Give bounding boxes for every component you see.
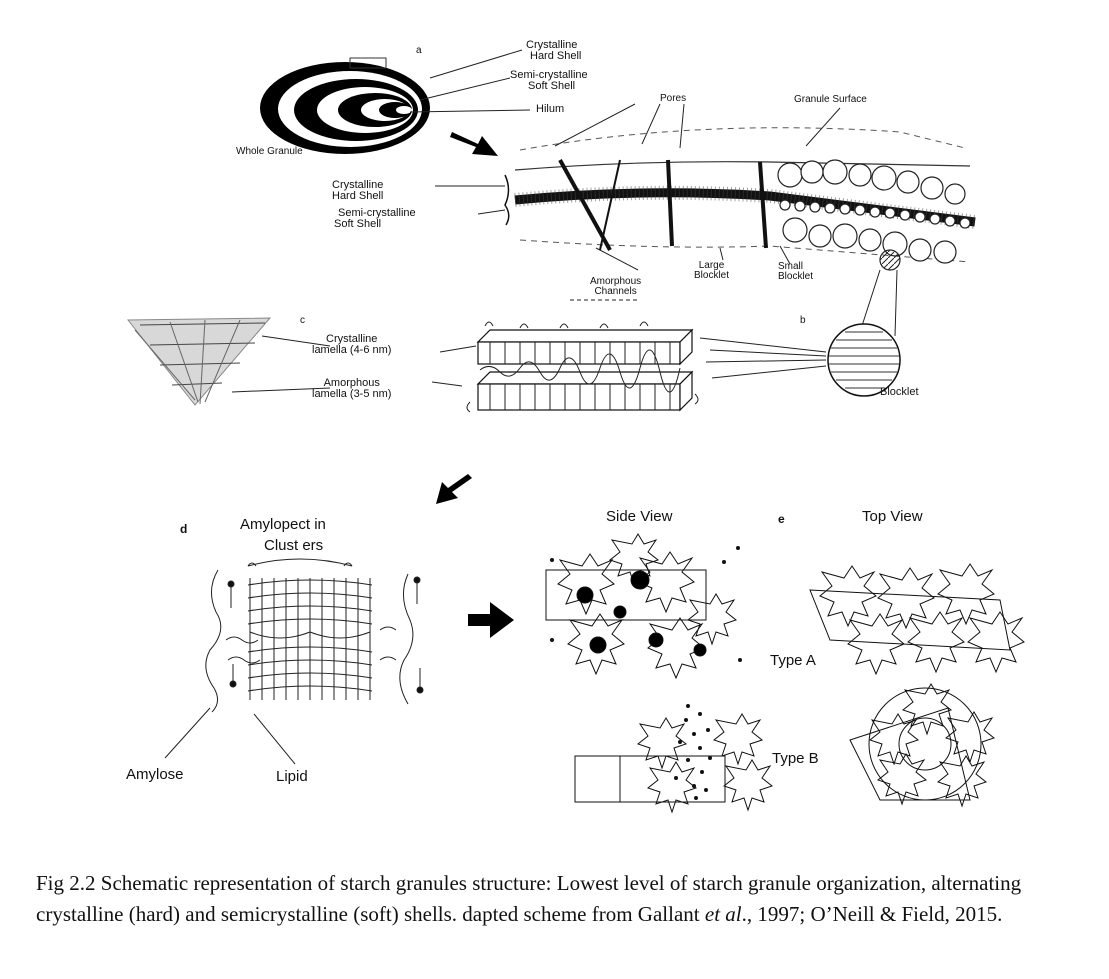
label-hilum: Hilum: [536, 103, 565, 115]
label-text: Soft Shell: [528, 80, 576, 92]
panel-label-a: a: [416, 45, 422, 56]
label-text: lamella (4-6 nm): [312, 344, 392, 356]
label-type-b: Type B: [772, 750, 819, 767]
label-text: Hard Shell: [530, 50, 582, 62]
label-granule-surface: Granule Surface: [794, 94, 867, 105]
whole-granule-rings: [260, 57, 430, 154]
blocklet-arrows: [699, 337, 827, 379]
label-text: Small: [778, 261, 804, 272]
label-amylose: Amylose: [126, 766, 184, 783]
label-text: Large: [698, 260, 725, 271]
granule-shell-section: [504, 127, 976, 263]
label-amorphous-lamella: Amorphous lamella (3-5 nm): [312, 378, 391, 400]
label-text: Blocklet: [778, 271, 814, 282]
label-text: Crystalline: [526, 39, 578, 51]
label-whole-granule: Whole Granule: [236, 146, 303, 157]
label-small-blocklet: Small Blocklet: [778, 262, 813, 282]
label-crystalline-lamella: Crystalline lamella (4-6 nm): [312, 334, 391, 356]
caption-text: Fig 2.2 Schematic representation of star…: [36, 871, 1022, 926]
label-type-a: Type A: [770, 652, 816, 669]
label-text: Soft Shell: [334, 218, 382, 230]
label-text: Crystalline: [326, 333, 378, 345]
type-a-top-view: [809, 563, 1025, 676]
amylopectin-cluster-sketch: [164, 558, 424, 765]
starch-granule-diagram: a Crystalline Hard Shell Semi-crystallin…: [126, 40, 1025, 814]
label-side-view: Side View: [606, 508, 673, 525]
label-text: Amylopect in: [240, 516, 326, 533]
caption-et-al: et al: [704, 902, 742, 926]
label-text: Hard Shell: [332, 190, 384, 202]
label-mid-semicrystalline: Semi-crystalline Soft Shell: [334, 207, 416, 230]
type-b-top-view: [849, 683, 996, 808]
label-text: Semi-crystalline: [510, 69, 588, 81]
label-amorphous-channels: Amorphous Channels: [590, 277, 641, 297]
label-top-view: Top View: [862, 508, 923, 525]
label-semicrystalline-soft-shell: Semi-crystalline Soft Shell: [510, 70, 588, 92]
panel-label-e: e: [778, 512, 785, 526]
label-text: Blocklet: [694, 270, 730, 281]
label-text: Amorphous: [590, 276, 642, 287]
arrow-a-to-shell: [450, 132, 498, 156]
type-b-water-dots: [550, 546, 742, 800]
label-text: Semi-crystalline: [338, 207, 416, 219]
diagram-artwork: [126, 49, 1025, 814]
type-a-side-view: [545, 533, 738, 680]
label-text: Channels: [594, 286, 637, 297]
label-text: Clust ers: [264, 537, 324, 554]
blocklet-sphere: [827, 323, 901, 397]
figure-caption: Fig 2.2 Schematic representation of star…: [36, 868, 1076, 930]
label-large-blocklet: Large Blocklet: [694, 261, 729, 281]
label-amylopectin-clusters: Amylopect in Clust ers: [240, 516, 326, 554]
type-b-side-view: [574, 713, 774, 814]
arrow-to-panel-d: [436, 474, 472, 504]
caption-text-end: ., 1997; O’Neill & Field, 2015.: [741, 902, 1003, 926]
label-lipid: Lipid: [276, 768, 308, 785]
lamella-blocks: [476, 328, 694, 412]
panel-label-b: b: [800, 315, 806, 326]
panel-label-d: d: [180, 522, 188, 536]
label-pores: Pores: [660, 93, 687, 104]
blocklet-circles: [777, 159, 971, 271]
arrow-to-side-view: [468, 602, 514, 638]
panel-label-c: c: [300, 315, 305, 326]
label-crystalline-hard-shell: Crystalline Hard Shell: [526, 40, 581, 62]
amylopectin-cone: [126, 317, 272, 406]
label-text: Crystalline: [332, 179, 384, 191]
label-blocklet: Blocklet: [880, 386, 919, 398]
label-text: Amorphous: [323, 377, 380, 389]
label-text: lamella (3-5 nm): [312, 388, 392, 400]
label-mid-crystalline: Crystalline Hard Shell: [332, 180, 383, 202]
